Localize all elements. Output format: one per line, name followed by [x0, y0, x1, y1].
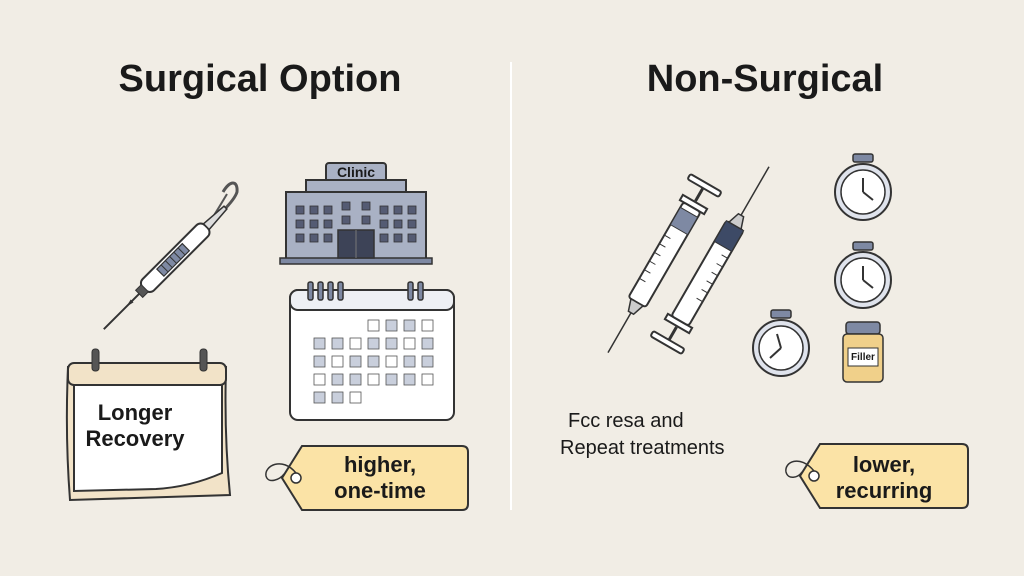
calendar-day-cell [349, 391, 362, 404]
calendar-day-cell [385, 355, 398, 368]
filler-vial-label: Filler [851, 352, 875, 363]
syringe-icon-2 [650, 166, 770, 355]
surgical-option-title: Surgical Option [118, 58, 402, 100]
calendar-day-cell [403, 337, 416, 350]
calendar-day-cell [403, 355, 416, 368]
stopwatch-icon [834, 153, 892, 221]
price-tag-icon-2 [785, 443, 969, 509]
calendar-day-cell [367, 373, 380, 386]
filler-vial-icon [842, 321, 884, 383]
calendar-day-cell [313, 391, 326, 404]
calendar-day-cell [421, 355, 434, 368]
calendar-day-cell [385, 373, 398, 386]
calendar-day-cell [421, 319, 434, 332]
calendar-day-cell [385, 337, 398, 350]
calendar-day-cell [403, 319, 416, 332]
calendar-day-cell [313, 355, 326, 368]
calendar-day-cell [349, 373, 362, 386]
calendar-day-cell [313, 337, 326, 350]
non-surgical-title: Non-Surgical [646, 58, 884, 100]
recovery-calendar-icon [65, 348, 232, 502]
calendar-day-cell [367, 319, 380, 332]
syringe-icon [607, 173, 722, 353]
calendar-day-cell [403, 373, 416, 386]
calendar-day-cell [331, 355, 344, 368]
calendar-day-cell [313, 373, 326, 386]
calendar-day-cell [331, 337, 344, 350]
calendar-day-cell [331, 373, 344, 386]
treatment-text-line2: Repeat treatments [560, 437, 725, 459]
scalpel-icon [103, 181, 239, 330]
calendar-day-cell [385, 319, 398, 332]
calendar-day-cell [421, 373, 434, 386]
treatment-text-line1: Fcc resa and [568, 410, 684, 432]
calendar-day-cell [331, 391, 344, 404]
calendar-day-cell [367, 337, 380, 350]
calendar-day-cell [349, 337, 362, 350]
surgical-cost-label: higher, one-time [334, 452, 426, 503]
longer-recovery-label: Longer Recovery [85, 400, 185, 451]
clinic-building-icon [279, 162, 433, 265]
stopwatch-icon-3 [752, 309, 810, 377]
price-tag-icon [265, 445, 469, 511]
clinic-sign: Clinic [336, 164, 376, 180]
calendar-day-cell [421, 337, 434, 350]
non-surgical-cost-label: lower, recurring [835, 452, 933, 503]
calendar-day-cell [367, 355, 380, 368]
calendar-day-cell [349, 355, 362, 368]
center-divider [510, 62, 512, 510]
calendar-grid-icon [289, 281, 455, 421]
stopwatch-icon-2 [834, 241, 892, 309]
